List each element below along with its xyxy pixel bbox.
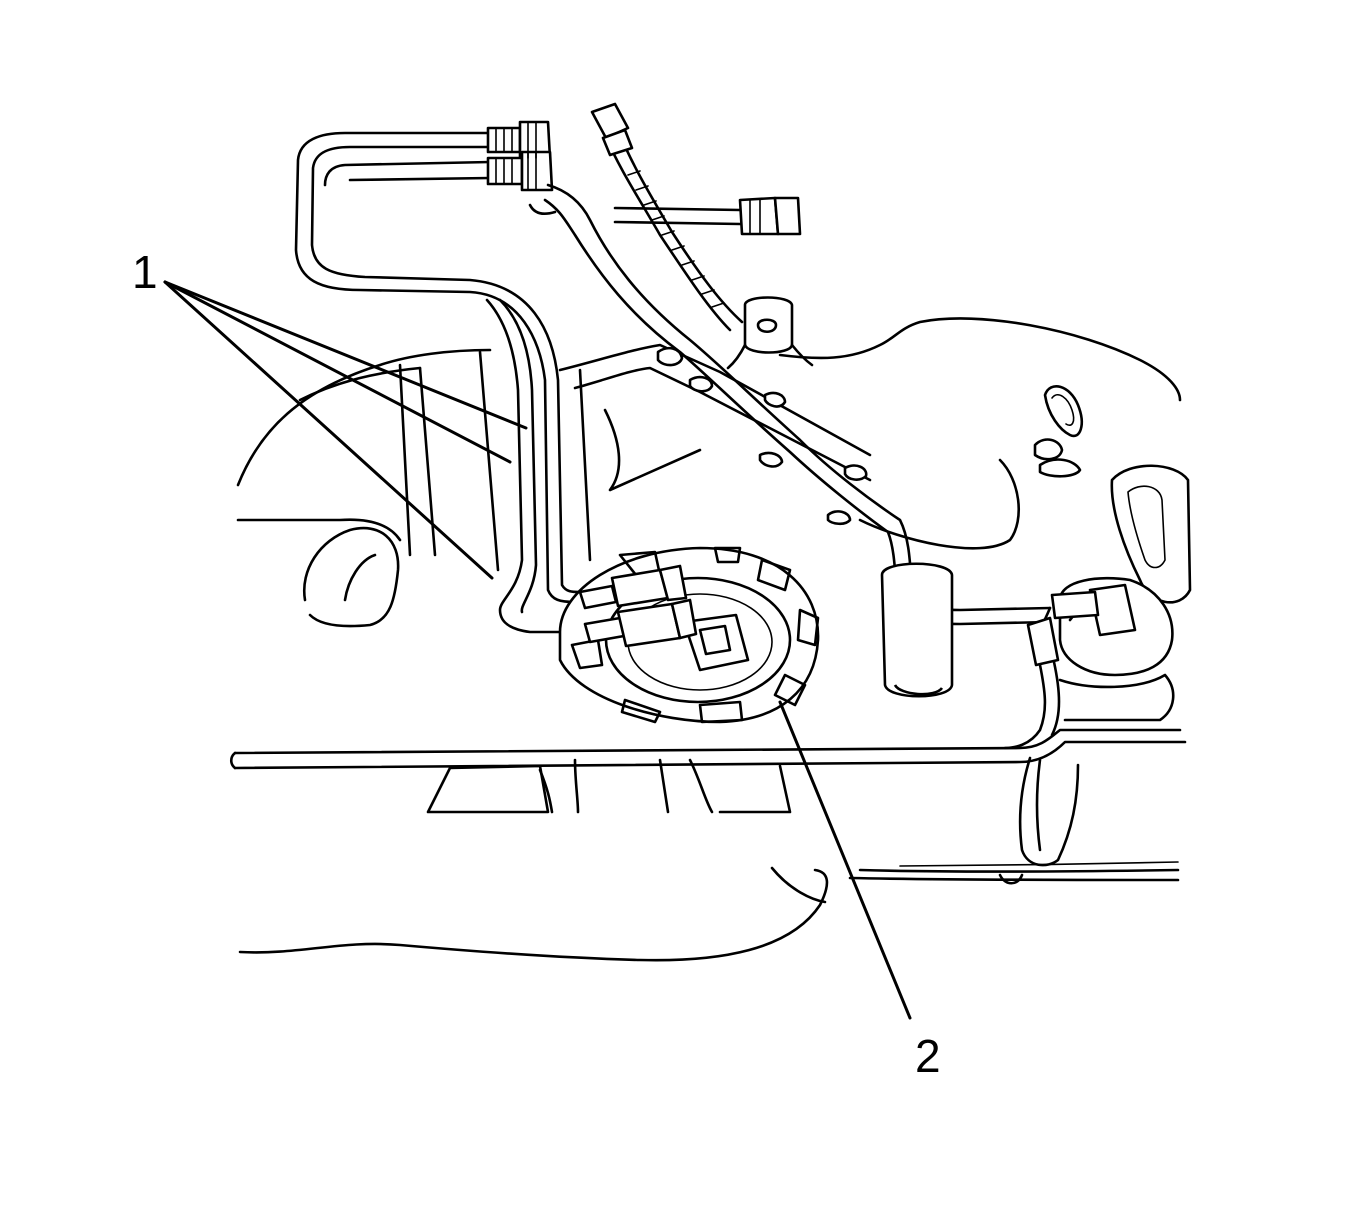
fuel-lines-upper <box>294 120 582 634</box>
evap-canister <box>880 562 1175 750</box>
frame-rail <box>229 728 1187 867</box>
tank-straps <box>558 343 872 562</box>
leader-1-c <box>163 280 494 580</box>
harness-lines <box>528 102 1052 626</box>
tank-top-right <box>778 317 1192 604</box>
fuel-pump-module <box>558 546 820 724</box>
lower-body-outline <box>238 861 1180 962</box>
callout-2: 2 <box>915 1030 941 1082</box>
leader-lines <box>163 280 912 1020</box>
tank-left-outline <box>236 348 500 628</box>
callout-1: 1 <box>132 246 158 298</box>
leader-1-b <box>163 280 512 464</box>
leader-2 <box>778 700 912 1020</box>
leader-1-a <box>163 280 528 430</box>
